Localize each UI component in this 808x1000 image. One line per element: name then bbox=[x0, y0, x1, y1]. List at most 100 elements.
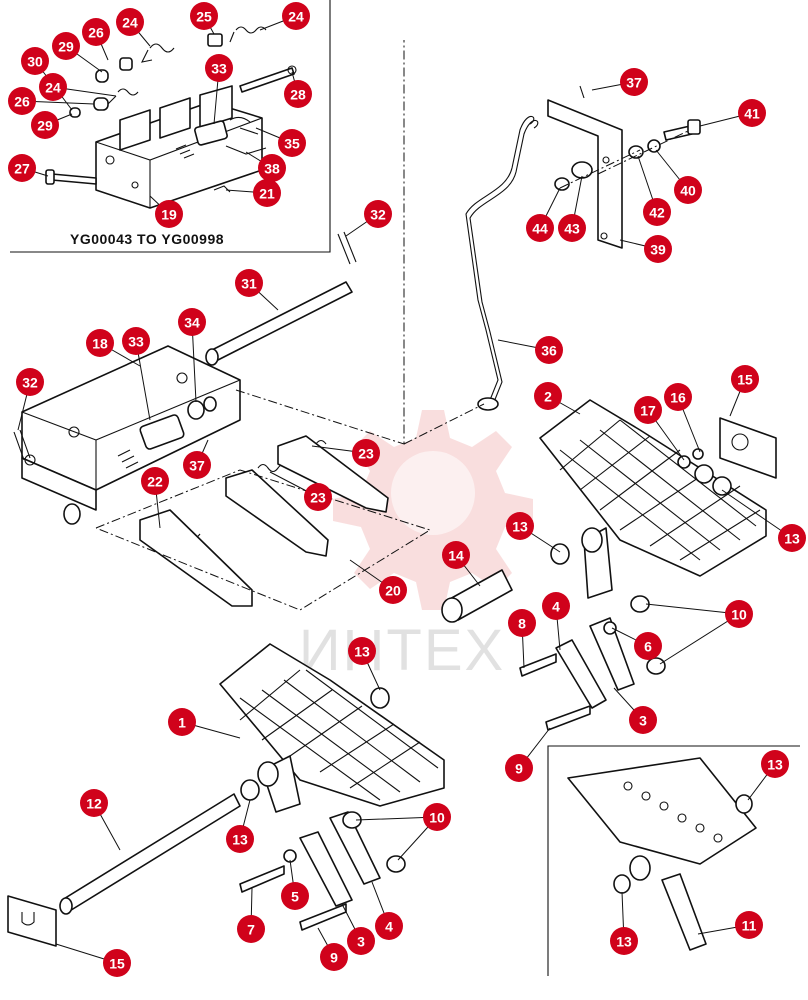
callout-circle bbox=[534, 382, 562, 410]
callout-label: 13 bbox=[512, 519, 528, 535]
callout-badge: 13 bbox=[778, 524, 806, 552]
callout-label: 13 bbox=[784, 531, 800, 547]
callout-badge: 25 bbox=[190, 2, 218, 30]
callout-label: 40 bbox=[680, 183, 696, 199]
callout-label: 8 bbox=[518, 616, 526, 632]
callout-badge: 13 bbox=[761, 750, 789, 778]
callout-circle bbox=[116, 8, 144, 36]
callout-badge: 34 bbox=[178, 308, 206, 336]
callout-badge: 32 bbox=[16, 368, 44, 396]
callout-badge: 9 bbox=[320, 943, 348, 971]
callout-badge: 4 bbox=[542, 592, 570, 620]
callout-badge: 10 bbox=[423, 803, 451, 831]
callout-badge: 43 bbox=[558, 214, 586, 242]
callout-circle bbox=[253, 179, 281, 207]
callout-label: 29 bbox=[58, 39, 74, 55]
callout-circle bbox=[80, 789, 108, 817]
callout-badge: 23 bbox=[352, 439, 380, 467]
callout-label: 4 bbox=[552, 599, 560, 615]
callout-badge: 8 bbox=[508, 609, 536, 637]
callout-badge: 3 bbox=[629, 706, 657, 734]
callout-badge: 22 bbox=[141, 467, 169, 495]
callout-circle bbox=[82, 18, 110, 46]
callout-circle bbox=[610, 927, 638, 955]
callout-label: 27 bbox=[14, 161, 30, 177]
callout-label: 2 bbox=[544, 389, 552, 405]
callout-badge: 13 bbox=[348, 637, 376, 665]
callout-circle bbox=[508, 609, 536, 637]
callout-circle bbox=[183, 451, 211, 479]
callout-badge: 18 bbox=[86, 329, 114, 357]
callout-circle bbox=[168, 708, 196, 736]
callout-badge: 36 bbox=[535, 336, 563, 364]
callout-label: 37 bbox=[189, 458, 205, 474]
callout-circle bbox=[738, 99, 766, 127]
callout-label: 7 bbox=[247, 922, 255, 938]
callout-badge: 44 bbox=[526, 214, 554, 242]
callout-label: 28 bbox=[290, 87, 306, 103]
callout-circle bbox=[558, 214, 586, 242]
callout-badge: 26 bbox=[82, 18, 110, 46]
callout-badge: 29 bbox=[52, 32, 80, 60]
callout-label: 32 bbox=[370, 207, 386, 223]
callout-label: 31 bbox=[241, 276, 257, 292]
callout-badge: 5 bbox=[281, 882, 309, 910]
callout-circle bbox=[103, 949, 131, 977]
callout-badge: 9 bbox=[505, 754, 533, 782]
callout-badge: 7 bbox=[237, 915, 265, 943]
callout-circle bbox=[629, 706, 657, 734]
callout-label: 5 bbox=[291, 889, 299, 905]
callout-label: 33 bbox=[211, 61, 227, 77]
callout-label: 13 bbox=[767, 757, 783, 773]
callout-circle bbox=[205, 54, 233, 82]
callout-circle bbox=[379, 576, 407, 604]
callout-label: 10 bbox=[731, 607, 747, 623]
callout-label: 34 bbox=[184, 315, 200, 331]
callout-circle bbox=[542, 592, 570, 620]
callout-badge: 17 bbox=[634, 396, 662, 424]
callout-label: 3 bbox=[357, 934, 365, 950]
callout-circle bbox=[348, 637, 376, 665]
callout-circle bbox=[304, 483, 332, 511]
callout-label: 39 bbox=[650, 242, 666, 258]
callout-badge: 35 bbox=[278, 129, 306, 157]
callout-label: 12 bbox=[86, 796, 102, 812]
callout-label: 17 bbox=[640, 403, 656, 419]
watermark-text: ИНТЕХ bbox=[299, 618, 505, 683]
callout-circle bbox=[284, 80, 312, 108]
callout-badge: 3 bbox=[347, 927, 375, 955]
callout-badge: 33 bbox=[205, 54, 233, 82]
callout-circle bbox=[39, 73, 67, 101]
callout-badge: 33 bbox=[122, 327, 150, 355]
callout-circle bbox=[281, 882, 309, 910]
callout-label: 41 bbox=[744, 106, 760, 122]
callout-label: 9 bbox=[515, 761, 523, 777]
callout-badge: 38 bbox=[258, 154, 286, 182]
callout-circle bbox=[725, 600, 753, 628]
callout-label: 15 bbox=[109, 956, 125, 972]
callout-label: 23 bbox=[358, 446, 374, 462]
inset-lower-right-box bbox=[547, 745, 800, 976]
callout-label: 4 bbox=[385, 919, 393, 935]
callout-circle bbox=[643, 198, 671, 226]
callout-circle bbox=[620, 68, 648, 96]
callout-label: 21 bbox=[259, 186, 275, 202]
callout-circle bbox=[141, 467, 169, 495]
callout-circle bbox=[731, 365, 759, 393]
callout-label: 10 bbox=[429, 810, 445, 826]
callout-badge: 26 bbox=[8, 87, 36, 115]
callout-circle bbox=[52, 32, 80, 60]
callout-circle bbox=[505, 754, 533, 782]
callout-badge: 19 bbox=[155, 200, 183, 228]
callout-circle bbox=[155, 200, 183, 228]
callout-badge: 13 bbox=[226, 825, 254, 853]
callout-label: 36 bbox=[541, 343, 557, 359]
callout-label: 22 bbox=[147, 474, 163, 490]
callout-badge: 24 bbox=[282, 2, 310, 30]
callout-label: 24 bbox=[45, 80, 61, 96]
callout-circle bbox=[634, 632, 662, 660]
callout-circle bbox=[86, 329, 114, 357]
callout-badge: 6 bbox=[634, 632, 662, 660]
callout-label: 25 bbox=[196, 9, 212, 25]
callout-circle bbox=[778, 524, 806, 552]
